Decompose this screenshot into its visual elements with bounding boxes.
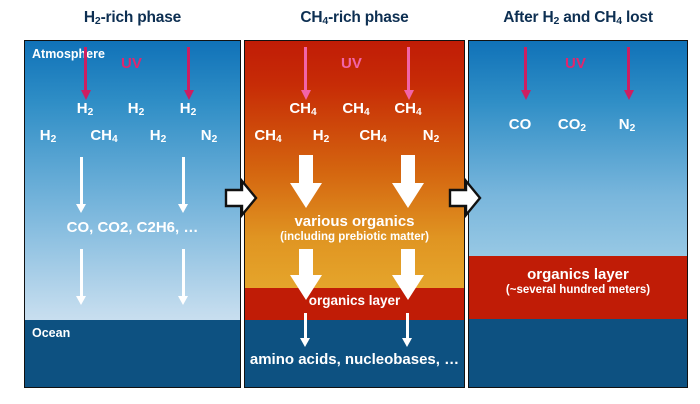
molecule-label-h2-d: H2 [39,127,57,145]
descent-arrow-panel1-right-lower [182,249,185,297]
molecule-label-ch4-d: CH4 [394,100,422,118]
atmosphere-layer-panel2 [245,41,464,288]
uv-arrow-panel1-right [187,47,190,91]
organics-layer-panel2 [245,288,464,320]
molecule-label-co2: CO2 [557,116,587,134]
descent-arrow-panel2-left-bottom [304,313,307,339]
organics-sub-label-panel2: (including prebiotic matter) [280,231,429,243]
molecule-label-ch4-c: CH4 [342,100,370,118]
atmosphere-label-panel1: Atmosphere [32,47,105,61]
molecule-label-ch4-f: CH4 [359,127,387,145]
molecule-label-h2-c: H2 [179,100,197,118]
molecule-label-h2-e: H2 [149,127,167,145]
molecule-label-ch4-b: CH4 [289,100,317,118]
organics-layer-label-panel3: organics layer [527,266,629,283]
molecule-label-co: CO [508,116,532,133]
panel-h2-rich: Atmosphere UV H2 H2 H2 H2 CH4 H2 N2 CO, … [24,40,241,388]
molecule-label-n2-b: N2 [422,127,440,145]
panel-title-h2-rich: H2-rich phase [83,9,182,27]
flux-arrow-panel2-right-lower [391,249,425,301]
organics-main-label-panel2: various organics [294,213,415,230]
flux-arrow-panel2-right-upper [391,155,425,209]
descent-arrow-panel1-right-upper [182,157,185,205]
panel-title-ch4-rich: CH4-rich phase [300,9,409,27]
molecule-label-h2-f: H2 [312,127,330,145]
molecule-label-h2-b: H2 [127,100,145,118]
organics-layer-label-panel2: organics layer [308,293,401,308]
uv-arrow-panel2-right [407,47,410,91]
descent-arrow-panel2-right-bottom [406,313,409,339]
atmosphere-layer-panel3 [469,41,687,256]
molecule-label-n2-c: N2 [618,116,636,134]
ocean-layer-panel1 [25,320,240,387]
ocean-label-panel1: Ocean [32,326,71,340]
flux-arrow-panel2-left-upper [289,155,323,209]
arrow-panel2-to-panel3 [448,178,482,218]
flux-arrow-panel2-left-lower [289,249,323,301]
panel-ch4-rich: UV CH4 CH4 CH4 CH4 H2 CH4 N2 various org… [244,40,465,388]
uv-arrow-panel3-right [627,47,630,91]
organics-layer-panel3 [469,256,687,319]
uv-arrow-panel2-left [304,47,307,91]
uv-label-panel1: UV [121,55,142,72]
ocean-products-label-panel2: amino acids, nucleobases, … [249,351,460,368]
uv-label-panel2: UV [341,55,362,72]
descent-arrow-panel1-left-lower [80,249,83,297]
molecule-label-ch4-a: CH4 [90,127,118,145]
molecule-label-ch4-e: CH4 [254,127,282,145]
ocean-layer-panel3 [469,319,687,387]
arrow-panel1-to-panel2 [224,178,258,218]
panel-title-after-loss: After H2 and CH4 lost [503,9,653,27]
uv-arrow-panel1-left [84,47,87,91]
molecule-label-h2-a: H2 [76,100,94,118]
ocean-layer-panel2 [245,320,464,387]
uv-label-panel3: UV [565,55,586,72]
organics-layer-sub-panel3: (~several hundred meters) [505,284,651,296]
products-label-panel1: CO, CO2, C2H6, … [66,219,199,236]
descent-arrow-panel1-left-upper [80,157,83,205]
atmosphere-layer-panel1 [25,41,240,320]
uv-arrow-panel3-left [524,47,527,91]
panel-after-loss: UV CO CO2 N2 organics layer (~several hu… [468,40,688,388]
molecule-label-n2-a: N2 [200,127,218,145]
